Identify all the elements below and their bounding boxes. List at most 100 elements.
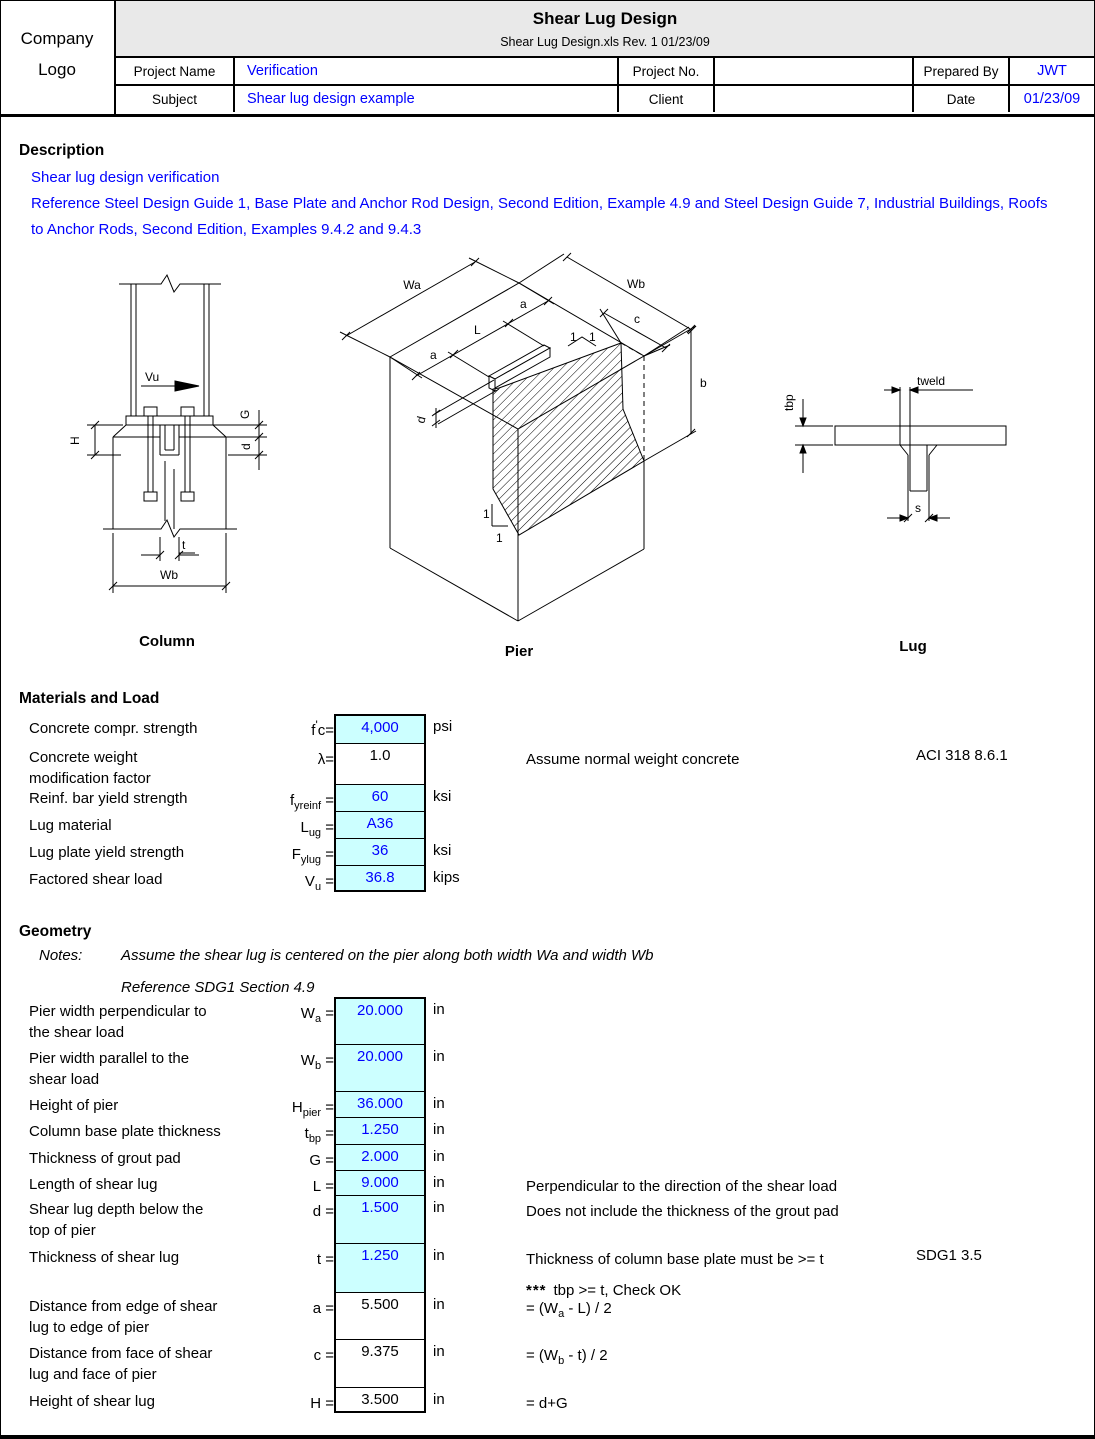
unit-label <box>426 743 526 784</box>
slope-4-label: 1 <box>496 531 503 545</box>
value-cell[interactable]: 2.000 <box>334 1144 426 1170</box>
row-symbol: d = <box>312 1203 334 1220</box>
vu-arrow-icon <box>174 380 200 392</box>
project-no-value[interactable] <box>713 58 914 84</box>
t-dim-label: t <box>182 538 186 552</box>
row-label: Reinf. bar yield strength <box>29 790 188 807</box>
pier-drawing: 1 1 1 1 Wa Wb a L a c b <box>339 252 707 660</box>
row-symbol: L = <box>312 1178 334 1195</box>
unit-label: in <box>433 1391 445 1408</box>
column-caption: Column <box>139 633 195 650</box>
value-cell[interactable]: 20.000 <box>334 997 426 1044</box>
row-symbol: λ= <box>317 751 334 768</box>
value-cell[interactable]: 36.8 <box>334 865 426 892</box>
wb-dim-label: Wb <box>160 568 178 582</box>
unit-label: in <box>433 1121 445 1138</box>
value-cell[interactable]: 20.000 <box>334 1044 426 1091</box>
slope-2-label: 1 <box>589 330 596 344</box>
unit-label: in <box>433 1199 445 1216</box>
unit-label: in <box>433 1296 445 1313</box>
subject-label: Subject <box>151 91 198 107</box>
materials-heading: Materials and Load <box>19 690 160 707</box>
title-block: Shear Lug Design Shear Lug Design.xls Re… <box>116 1 1094 58</box>
row-symbol: Fylug = <box>291 846 334 866</box>
unit-label: in <box>433 1148 445 1165</box>
row-symbol: fyreinf = <box>289 792 334 812</box>
value-cell: 1.0 <box>334 743 426 784</box>
row-comment <box>526 784 1094 811</box>
unit-label: in <box>433 1174 445 1191</box>
row-label: Lug material <box>29 817 112 834</box>
unit-label: kips <box>433 869 460 886</box>
row-label: Length of shear lug <box>29 1176 158 1193</box>
value-cell[interactable]: 1.250 <box>334 1117 426 1144</box>
row-label: Column base plate thickness <box>29 1123 221 1140</box>
subject-value[interactable]: Shear lug design example <box>233 86 619 112</box>
vu-load-label: Vu <box>145 370 159 384</box>
value-cell[interactable]: 4,000 <box>334 714 426 743</box>
h-dim-label: H <box>68 436 82 445</box>
row-comment: = d+G <box>526 1395 568 1412</box>
description-line-2: Reference Steel Design Guide 1, Base Pla… <box>31 195 1048 212</box>
value-cell[interactable]: 9.000 <box>334 1170 426 1195</box>
project-no-label: Project No. <box>632 63 700 79</box>
row-comment <box>526 811 1094 838</box>
row-label: Height of shear lug <box>29 1393 155 1410</box>
row-symbol: a = <box>312 1300 334 1317</box>
value-cell: 5.500 <box>334 1292 426 1339</box>
row-symbol: Hpier = <box>291 1099 334 1119</box>
wb-dim-label: Wb <box>627 277 645 291</box>
sheet-subtitle: Shear Lug Design.xls Rev. 1 01/23/09 <box>500 35 710 49</box>
value-cell[interactable]: 36 <box>334 838 426 865</box>
geometry-row-5: Length of shear lug L =9.000 in Perpendicul… <box>1 1170 1094 1195</box>
s-dim-label: s <box>915 501 921 515</box>
row-comment: Thickness of column base plate must be >… <box>526 1251 824 1299</box>
value-cell[interactable]: 36.000 <box>334 1091 426 1117</box>
header-row-1: Project Name Verification Project No. Pr… <box>116 58 1094 86</box>
row-comment <box>526 1044 1094 1091</box>
row-label: Factored shear load <box>29 871 163 888</box>
date-label: Date <box>946 91 976 107</box>
logo-divider <box>114 1 116 114</box>
row-comment <box>526 865 1094 892</box>
row-label: Concrete compr. strength <box>29 720 198 737</box>
lug-drawing: tweld tbp s Lug <box>782 374 1007 655</box>
unit-label: in <box>433 1001 445 1018</box>
prepared-by-label: Prepared By <box>923 63 999 79</box>
header-row-2: Subject Shear lug design example Client … <box>116 86 1094 112</box>
value-cell[interactable]: 1.250 <box>334 1243 426 1292</box>
row-label: Thickness of shear lug <box>29 1249 180 1266</box>
value-cell[interactable]: 60 <box>334 784 426 811</box>
pier-caption: Pier <box>505 643 534 660</box>
row-comment: Perpendicular to the direction of the sh… <box>526 1178 838 1195</box>
row-comment <box>526 1144 1094 1170</box>
row-label: Lug plate yield strength <box>29 844 185 861</box>
description-line-1: Shear lug design verification <box>31 169 220 186</box>
unit-label: in <box>433 1048 445 1065</box>
value-cell[interactable]: A36 <box>334 811 426 838</box>
slope-1-label: 1 <box>570 330 577 344</box>
project-name-label: Project Name <box>133 63 216 79</box>
value-cell: 9.375 <box>334 1339 426 1387</box>
row-symbol: H = <box>310 1395 334 1412</box>
row-symbol: t = <box>316 1251 334 1268</box>
sheet-title: Shear Lug Design <box>532 9 678 28</box>
value-cell[interactable]: 1.500 <box>334 1195 426 1243</box>
slope-3-label: 1 <box>483 507 490 521</box>
project-name-value[interactable]: Verification <box>233 58 619 84</box>
client-value[interactable] <box>713 86 914 112</box>
date-value[interactable]: 01/23/09 <box>1008 86 1094 112</box>
unit-label: psi <box>433 718 453 735</box>
prepared-by-value[interactable]: JWT <box>1008 58 1094 84</box>
